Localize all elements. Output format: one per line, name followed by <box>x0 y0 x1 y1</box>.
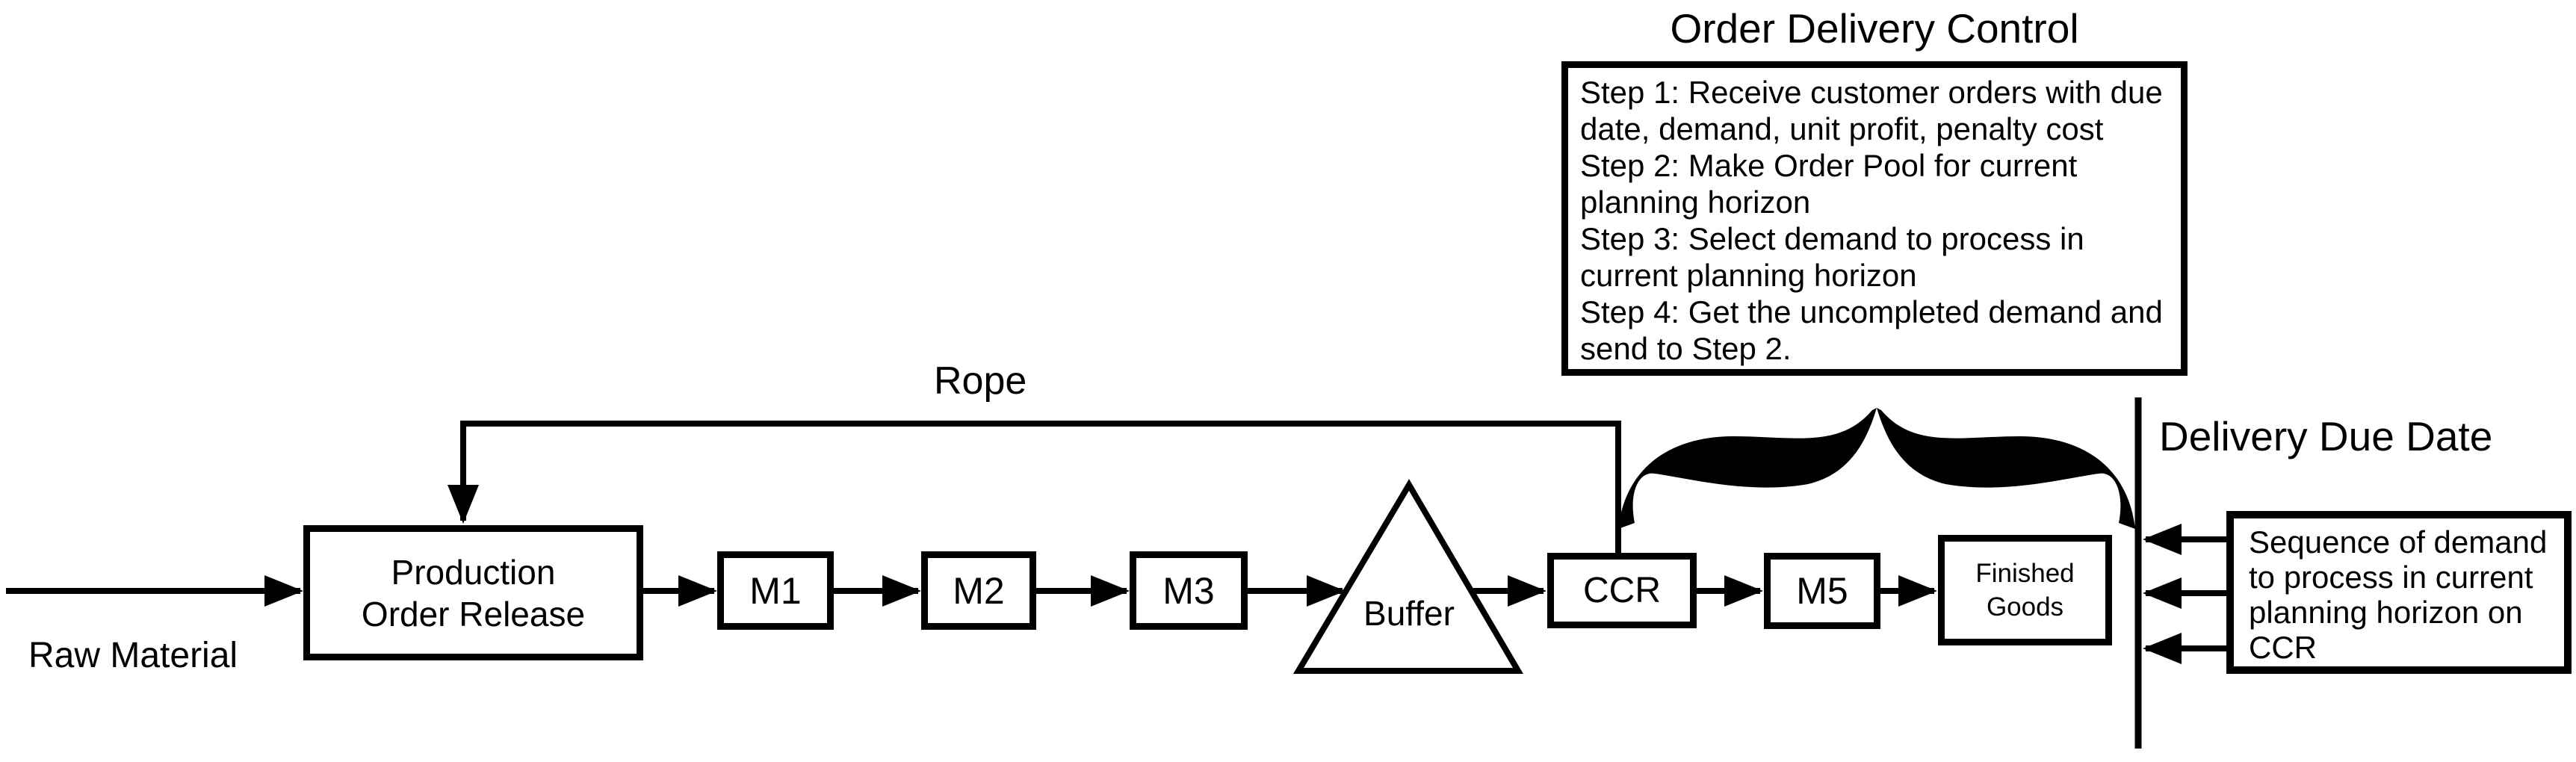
order-delivery-control-title: Order Delivery Control <box>1670 5 2079 52</box>
raw-material-label: Raw Material <box>28 636 238 675</box>
delivery-due-date-label: Delivery Due Date <box>2159 413 2493 459</box>
step-line: send to Step 2. <box>1580 331 1792 366</box>
m3-label: M3 <box>1162 569 1215 612</box>
sequence-line: CCR <box>2249 630 2317 665</box>
sequence-line: Sequence of demand <box>2249 524 2548 560</box>
step-line: Step 4: Get the uncompleted demand and <box>1580 294 2163 329</box>
sequence-line: planning horizon on <box>2249 595 2523 630</box>
finished-goods-box: Finished Goods <box>1938 535 2112 645</box>
m1-label: M1 <box>749 569 802 612</box>
ccr-box: CCR <box>1547 553 1697 628</box>
ccr-label: CCR <box>1583 570 1661 610</box>
production-order-release-label: Production <box>391 552 556 592</box>
brace <box>1618 408 2135 529</box>
rope-line <box>448 421 1621 554</box>
sequence-of-demand-box: Sequence of demand to process in current… <box>2226 511 2572 674</box>
production-order-release-box: Production Order Release <box>303 525 643 660</box>
step-line: Step 1: Receive customer orders with due <box>1580 75 2163 110</box>
m1-box: M1 <box>717 551 834 630</box>
m2-box: M2 <box>921 551 1036 630</box>
step-line: Step 2: Make Order Pool for current <box>1580 148 2078 183</box>
sequence-line: to process in current <box>2249 560 2533 595</box>
finished-goods-label: Goods <box>1986 592 2064 622</box>
m5-box: M5 <box>1764 553 1880 629</box>
step-line: current planning horizon <box>1580 258 1917 293</box>
buffer-triangle <box>1292 479 1523 674</box>
step-line: Step 3: Select demand to process in <box>1580 221 2084 256</box>
production-order-release-label: Order Release <box>361 594 586 634</box>
rope-label: Rope <box>934 359 1027 403</box>
buffer-label: Buffer <box>1363 594 1455 633</box>
step-line: planning horizon <box>1580 185 1811 220</box>
m2-label: M2 <box>953 569 1005 612</box>
step-line: date, demand, unit profit, penalty cost <box>1580 111 2104 146</box>
finished-goods-label: Finished <box>1975 559 2075 588</box>
m5-label: M5 <box>1796 570 1848 612</box>
m3-box: M3 <box>1130 551 1248 630</box>
order-delivery-control-box: Step 1: Receive customer orders with due… <box>1561 61 2188 376</box>
